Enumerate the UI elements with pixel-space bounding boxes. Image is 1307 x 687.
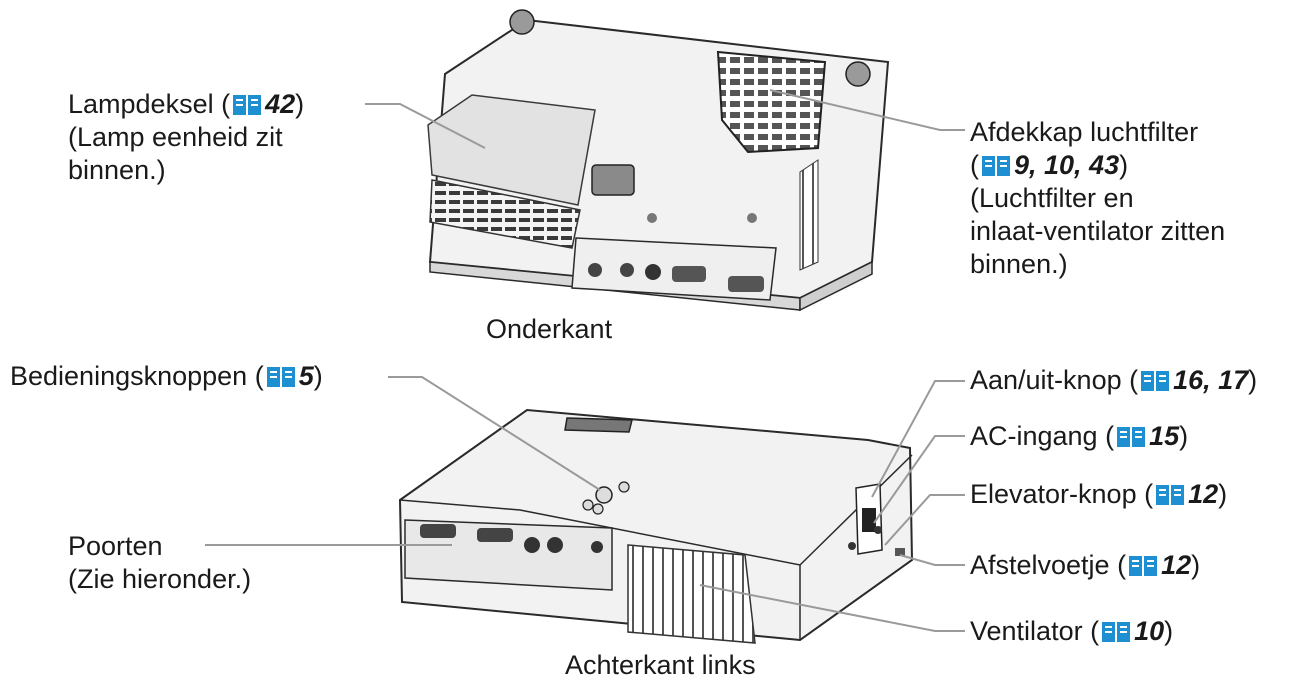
book-icon (1141, 371, 1170, 391)
leader-controls (388, 376, 601, 491)
leader-elevator (884, 494, 965, 546)
leader-lamp-cover (365, 103, 486, 149)
leader-power (871, 380, 965, 498)
book-icon (1102, 622, 1131, 642)
book-icon (1117, 427, 1146, 447)
label-power-button: Aan/uit-knop (16, 17) (970, 365, 1258, 395)
label-elevator-button: Elevator-knop (12) (970, 479, 1228, 509)
projector-bottom-view (427, 9, 890, 312)
book-icon (982, 156, 1010, 176)
leader-foot (899, 554, 965, 566)
label-ports: Poorten (Zie hieronder.) (68, 531, 252, 594)
label-controls: Bedieningsknoppen (5) (10, 361, 323, 391)
label-lamp-cover: Lampdeksel (42) (Lamp eenheid zit binnen… (68, 89, 305, 185)
label-filter-cover: Afdekkap luchtfilter (9, 10, 43) (Luchtf… (970, 117, 1226, 279)
book-icon (1156, 485, 1185, 505)
leader-filter-cover (769, 89, 965, 131)
leader-lines (205, 89, 965, 632)
book-icon (1129, 556, 1158, 576)
caption-rear-left: Achterkant links (565, 650, 756, 680)
projector-rear-left-view (398, 408, 914, 644)
book-icon (266, 367, 295, 387)
caption-bottom-side: Onderkant (486, 314, 613, 344)
label-adjuster-foot: Afstelvoetje (12) (970, 550, 1201, 580)
leader-ac-inlet (873, 435, 965, 524)
label-ac-inlet: AC-ingang (15) (970, 421, 1189, 451)
leader-vent (699, 584, 965, 632)
book-icon (233, 95, 262, 115)
label-vent: Ventilator (10) (970, 616, 1174, 646)
